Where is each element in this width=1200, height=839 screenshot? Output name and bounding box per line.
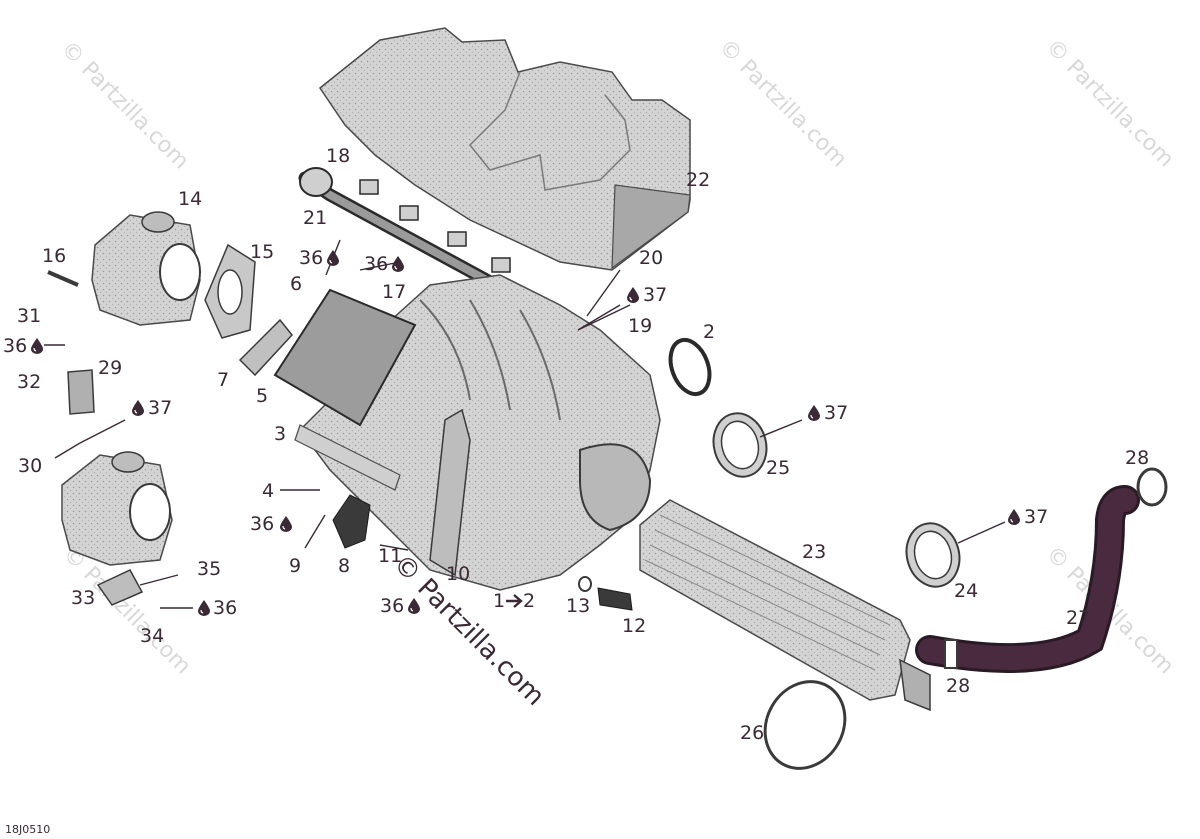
callout-32: 32 [17, 371, 41, 393]
callout-9: 9 [289, 555, 301, 577]
callout-25: 25 [766, 457, 790, 479]
part-2-ring [668, 337, 712, 397]
watermark-top-right: © Partzilla.com [1041, 35, 1179, 173]
callout-26: 26 [740, 722, 764, 744]
part-16-bolt [47, 270, 79, 287]
callout-5: 5 [256, 385, 268, 407]
callout-29: 29 [98, 357, 122, 379]
callout-15: 15 [250, 241, 274, 263]
callout-19: 19 [628, 315, 652, 337]
callout-18: 18 [326, 145, 350, 167]
part-29-valve [67, 369, 95, 415]
callout-30: 30 [18, 455, 42, 477]
callout-36-a: 36 [299, 247, 323, 269]
callout-11: 11 [378, 545, 402, 567]
callout-14: 14 [178, 188, 202, 210]
callout-4: 4 [262, 480, 274, 502]
callout-2: 2 [703, 321, 715, 343]
part-8-sensor [332, 494, 371, 549]
callout-37-a: 37 [643, 284, 667, 306]
part-22-engine-cover [318, 27, 691, 271]
callout-24: 24 [954, 580, 978, 602]
callout-36-d: 36 [250, 513, 274, 535]
callout-36-f: 36 [213, 597, 237, 619]
part-26-clamp [763, 680, 847, 770]
callout-10: 10 [446, 563, 470, 585]
callout-37-b: 37 [148, 397, 172, 419]
drop-icon [280, 516, 292, 532]
callout-27: 27 [1066, 607, 1090, 629]
arrow-right-icon [506, 594, 523, 608]
callout-16: 16 [42, 245, 66, 267]
part-13-oring [578, 576, 592, 592]
drop-icon [392, 256, 404, 272]
part-5-plate [273, 288, 417, 427]
callout-12: 12 [622, 615, 646, 637]
drop-icon [132, 400, 144, 416]
part-23-intercooler [639, 499, 931, 712]
callout-3: 3 [274, 423, 286, 445]
callout-1: 1 [493, 590, 505, 612]
callout-labels: 18 22 14 21 15 16 36 36 20 6 17 37 31 19… [3, 145, 1149, 836]
callout-33: 33 [71, 587, 95, 609]
callout-1-target: 2 [523, 590, 535, 612]
watermark-top-center: © Partzilla.com [714, 35, 852, 173]
part-10-bracket [429, 408, 471, 577]
callout-37-d: 37 [1024, 506, 1048, 528]
part-12-sensor [597, 587, 633, 611]
callout-34: 34 [140, 625, 164, 647]
callout-23: 23 [802, 541, 826, 563]
callout-13: 13 [566, 595, 590, 617]
part-14-throttle-body [91, 211, 201, 326]
callout-28-b: 28 [946, 675, 970, 697]
drop-icon [31, 338, 43, 354]
part-25-coupling [712, 412, 768, 478]
drop-icon [808, 405, 820, 421]
callout-6: 6 [290, 273, 302, 295]
part-27-hose [915, 485, 1140, 673]
diagram-code: 18J0510 [5, 823, 50, 836]
drop-icon [198, 600, 210, 616]
part-28-clamp-top [1136, 467, 1168, 507]
callout-37-c: 37 [824, 402, 848, 424]
callout-22: 22 [686, 169, 710, 191]
callout-31: 31 [17, 305, 41, 327]
callout-7: 7 [217, 369, 229, 391]
part-7-bracket [238, 318, 293, 377]
callout-35: 35 [197, 558, 221, 580]
callout-36-c: 36 [3, 335, 27, 357]
part-30-throttle-body [61, 451, 173, 566]
part-15-gasket [204, 243, 256, 339]
part-24-coupling [905, 522, 961, 588]
watermark-top-left: © Partzilla.com [56, 37, 194, 175]
callout-8: 8 [338, 555, 350, 577]
callout-36-e: 36 [380, 595, 404, 617]
part-3-bar [294, 424, 401, 491]
drop-icon [627, 287, 639, 303]
callout-20: 20 [639, 247, 663, 269]
callout-21: 21 [303, 207, 327, 229]
drop-icon [327, 250, 339, 266]
callout-36-b: 36 [364, 253, 388, 275]
part-28-clamp-bottom [944, 639, 958, 669]
callout-28-a: 28 [1125, 447, 1149, 469]
part-33-bracket [96, 569, 144, 606]
drop-icon [1008, 509, 1020, 525]
leader-lines [44, 239, 1006, 609]
callout-17: 17 [382, 281, 406, 303]
